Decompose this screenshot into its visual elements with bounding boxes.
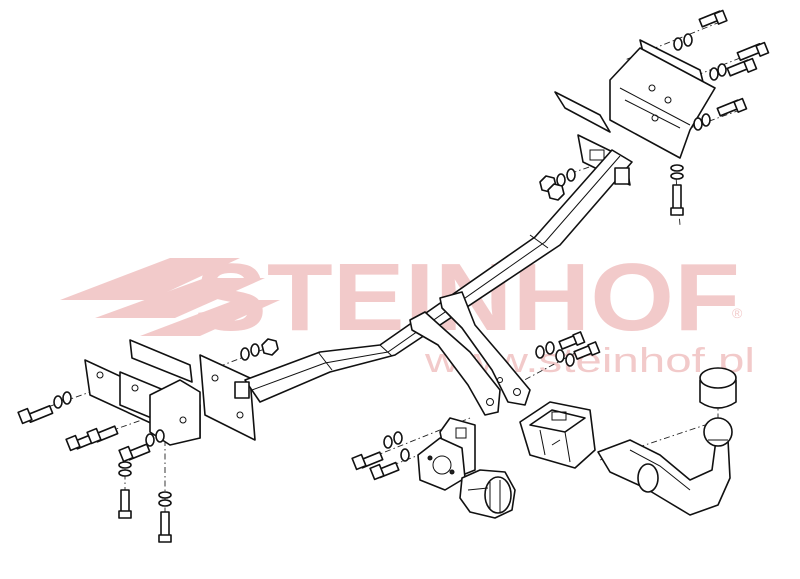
electric-socket xyxy=(459,469,516,519)
washer xyxy=(383,435,393,449)
nut xyxy=(261,338,279,356)
washer xyxy=(53,395,63,409)
washer xyxy=(683,33,693,47)
left-mounting-bracket xyxy=(84,339,256,446)
bolt xyxy=(698,9,728,28)
washer xyxy=(545,341,555,355)
washer xyxy=(566,168,576,182)
washer xyxy=(158,491,172,499)
washer xyxy=(158,499,172,507)
washer xyxy=(717,63,727,77)
socket-mounting-plate xyxy=(417,417,476,491)
washer xyxy=(535,345,545,359)
towball-arm xyxy=(597,417,733,516)
washer xyxy=(670,172,684,180)
bolt xyxy=(118,489,132,519)
washer xyxy=(565,353,575,367)
washer xyxy=(670,164,684,172)
nut xyxy=(547,183,565,201)
ball-mount-plates xyxy=(409,291,531,416)
washer xyxy=(62,391,72,405)
washer xyxy=(145,433,155,447)
washer xyxy=(393,431,403,445)
washer xyxy=(556,173,566,187)
bolt xyxy=(351,451,384,471)
bolt xyxy=(158,511,172,543)
main-cross-beam xyxy=(234,149,633,403)
washer xyxy=(240,347,250,361)
bolt xyxy=(86,425,119,445)
washer xyxy=(701,113,711,127)
bolt xyxy=(670,184,684,216)
washer xyxy=(118,469,132,477)
bolt xyxy=(558,331,586,350)
bolt xyxy=(573,341,601,360)
bolt xyxy=(716,97,748,117)
washer xyxy=(555,349,565,363)
bolt xyxy=(369,461,400,481)
watermark-registered-mark: ® xyxy=(732,305,743,321)
washer xyxy=(673,37,683,51)
steinhof-logo-swoosh-icon xyxy=(60,258,280,336)
washer xyxy=(693,117,703,131)
washer xyxy=(250,343,260,357)
bolt xyxy=(118,443,151,463)
detachable-receiver-block xyxy=(519,401,596,469)
washer xyxy=(155,429,165,443)
bolt xyxy=(736,41,770,62)
right-mounting-bracket xyxy=(554,39,716,186)
bolt xyxy=(726,57,758,77)
bolt xyxy=(17,404,54,425)
fasteners xyxy=(17,9,770,543)
washer xyxy=(709,67,719,81)
towball-cap xyxy=(699,367,737,409)
washer xyxy=(400,448,410,462)
washer xyxy=(118,461,132,469)
